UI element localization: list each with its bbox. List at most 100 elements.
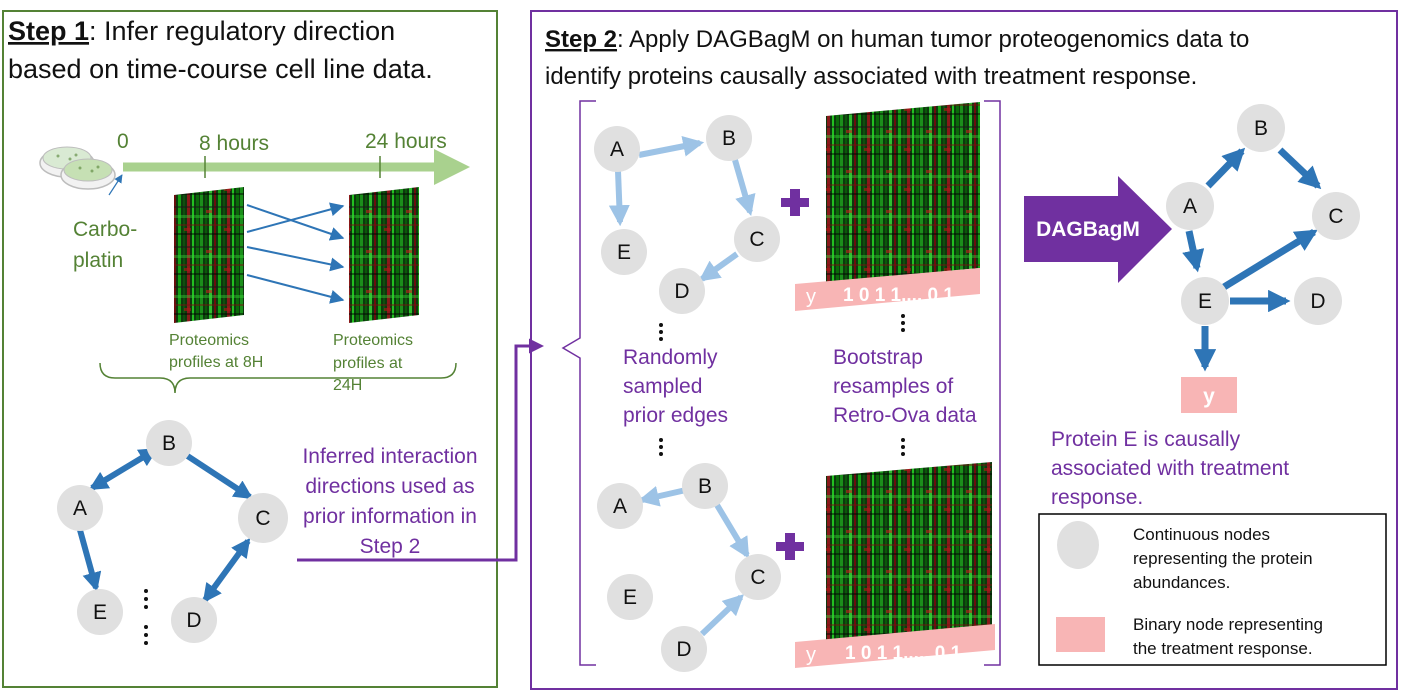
dagbagm-arrow: [1024, 176, 1172, 283]
time-8h-label: 8 hours: [199, 132, 269, 155]
inferred-text-line1: Inferred interaction: [302, 445, 477, 468]
graph1-node-e-label: E: [93, 601, 107, 624]
graph1-node-d-label: D: [186, 609, 201, 632]
binary-row-bottom: [795, 624, 995, 668]
step1-inferred-graph: A B C D E: [57, 420, 288, 645]
bootstrap-label-line1: Bootstrap: [833, 346, 923, 369]
time-24h-label: 24 hours: [365, 130, 447, 153]
vertical-ellipsis-group: [659, 314, 905, 456]
heatmap-24h: [349, 187, 419, 323]
legend-continuous-line1: Continuous nodes: [1133, 525, 1270, 544]
profile-24h-label-line2: profiles at: [333, 355, 403, 372]
result-node-y: [1181, 377, 1237, 413]
result-graph: A B C D E y: [1166, 104, 1360, 413]
dagbagm-label: DAGBagM: [1036, 218, 1140, 241]
step2-brace-right: [984, 100, 1001, 666]
result-node-c: [1312, 192, 1360, 240]
graph1-node-b: [146, 420, 192, 466]
profile-8h-label-line1: Proteomics: [169, 332, 249, 349]
prior-top-node-b: [706, 115, 752, 161]
prior-edges-label-line3: prior edges: [623, 404, 728, 427]
result-node-e-label: E: [1198, 290, 1212, 313]
step1-brace: [99, 362, 457, 394]
result-node-d-label: D: [1310, 290, 1325, 313]
prior-bottom-node-b: [682, 463, 728, 509]
prior-top-node-b-label: B: [722, 127, 736, 150]
legend-binary-node-swatch: [1056, 617, 1105, 652]
plus-icon-bottom: [776, 533, 804, 560]
prior-top-node-a: [594, 126, 640, 172]
profile-24h-label-line3: 24H: [333, 377, 362, 394]
result-node-a-label: A: [1183, 195, 1197, 218]
prior-top-node-e: [601, 229, 647, 275]
step1-panel: [2, 10, 498, 688]
binary-values-top: 1 0 1 1.... 0 1: [843, 285, 954, 306]
step1-heading-step: Step 1: [8, 16, 89, 46]
result-node-b-label: B: [1254, 117, 1268, 140]
bootstrap-label-line2: resamples of: [833, 375, 953, 398]
time-lag-arrows: [246, 202, 345, 304]
prior-bottom-node-b-label: B: [698, 475, 712, 498]
step1-heading: Step 1: Infer regulatory direction: [8, 16, 395, 46]
conclusion-line2: associated with treatment: [1051, 457, 1289, 480]
graph1-node-e: [77, 589, 123, 635]
bootstrap-heatmap-bottom: [826, 462, 992, 640]
conclusion-line3: response.: [1051, 486, 1143, 509]
prior-bottom-node-e-label: E: [623, 586, 637, 609]
prior-bottom-node-e: [607, 574, 653, 620]
graph1-node-a-label: A: [73, 497, 87, 520]
legend-continuous-line2: representing the protein: [1133, 549, 1313, 568]
prior-bottom-node-d-label: D: [676, 638, 691, 661]
time-zero-label: 0: [117, 130, 129, 153]
step2-heading-line1: : Apply DAGBagM on human tumor proteogen…: [617, 26, 1249, 53]
bootstrap-heatmap-top: [826, 102, 980, 282]
result-node-d: [1294, 277, 1342, 325]
prior-bottom-node-c: [735, 554, 781, 600]
result-node-c-label: C: [1328, 205, 1343, 228]
step2-heading-line2: identify proteins causally associated wi…: [545, 63, 1197, 90]
legend-continuous-line3: abundances.: [1133, 573, 1230, 592]
graph1-node-c-label: C: [255, 507, 270, 530]
prior-information-arrow: [297, 338, 544, 562]
prior-top-node-c: [734, 216, 780, 262]
graph1-node-c: [238, 493, 288, 543]
conclusion-line1: Protein E is causally: [1051, 428, 1241, 451]
graph1-node-d: [171, 597, 217, 643]
step1-heading-line2: based on time-course cell line data.: [8, 54, 433, 84]
binary-row-top: [795, 268, 980, 311]
legend-continuous-node-swatch: [1057, 521, 1099, 569]
result-node-a: [1166, 182, 1214, 230]
step2-heading: Step 2: Apply DAGBagM on human tumor pro…: [545, 26, 1249, 53]
prior-bottom-node-a-label: A: [613, 495, 627, 518]
prior-bottom-node-c-label: C: [750, 566, 765, 589]
legend-binary-line2: the treatment response.: [1133, 639, 1313, 658]
prior-top-node-d: [659, 268, 705, 314]
profile-24h-label-line1: Proteomics: [333, 332, 413, 349]
carboplatin-pointer: [108, 174, 123, 196]
inferred-text-line4: Step 2: [360, 535, 421, 558]
prior-graph-top: A B C D E: [594, 115, 780, 314]
prior-top-node-c-label: C: [749, 228, 764, 251]
prior-top-node-e-label: E: [617, 241, 631, 264]
prior-bottom-node-d: [661, 626, 707, 672]
graph1-node-a: [57, 485, 103, 531]
prior-edges-label-line1: Randomly: [623, 346, 718, 369]
profile-8h-label-line2: profiles at 8H: [169, 354, 263, 371]
result-node-b: [1237, 104, 1285, 152]
result-node-e: [1181, 277, 1229, 325]
carboplatin-label-line2: platin: [73, 249, 123, 272]
step2-brace: [561, 100, 596, 666]
prior-graph-bottom: A B C D E: [597, 463, 781, 672]
prior-bottom-node-a: [597, 483, 643, 529]
inferred-text-line2: directions used as: [305, 475, 474, 498]
cell-culture-dishes-icon: [39, 146, 116, 190]
carboplatin-label-line1: Carbo-: [73, 218, 137, 241]
plus-icon-top: [781, 189, 809, 216]
legend-binary-line1: Binary node representing: [1133, 615, 1323, 634]
inferred-text-line3: prior information in: [303, 505, 477, 528]
binary-values-bottom: 1 0 1 1..... 0 1: [845, 643, 962, 664]
result-node-y-label: y: [1203, 385, 1215, 408]
prior-edges-label-line2: sampled: [623, 375, 702, 398]
binary-y-label-top: y: [806, 286, 816, 308]
